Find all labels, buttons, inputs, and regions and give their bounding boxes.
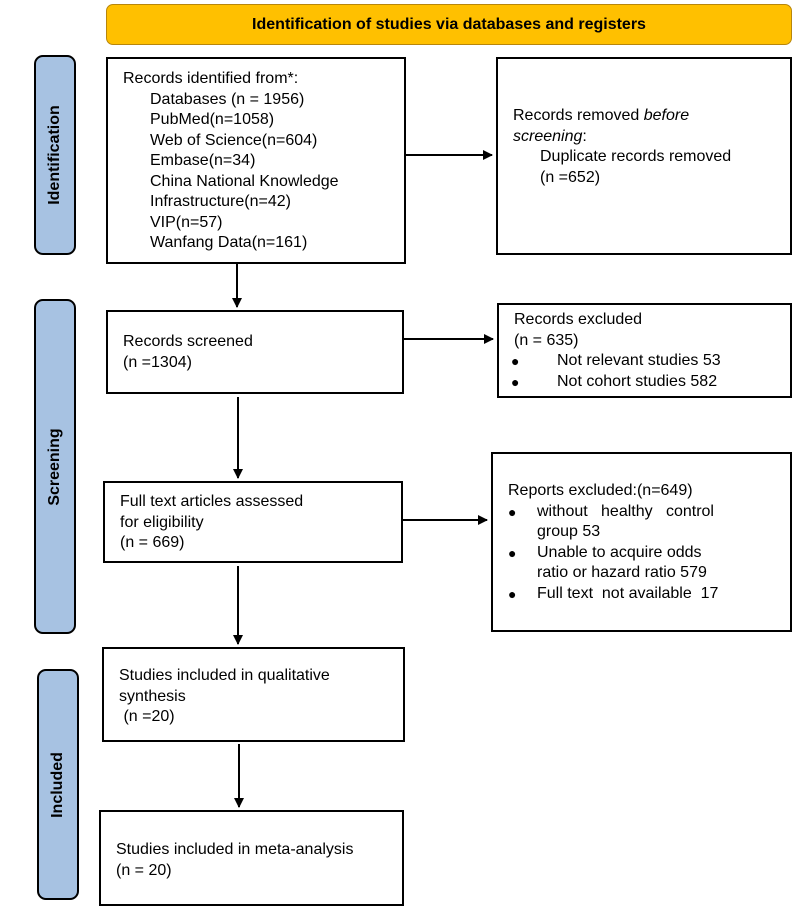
meta-analysis-box: Studies included in meta-analysis (n = 2… bbox=[99, 810, 404, 906]
duplicate-records-label: Duplicate records removed bbox=[540, 148, 732, 165]
source-pubmed: PubMed(n=1058) bbox=[150, 111, 275, 128]
full-text-count: (n = 669) bbox=[120, 534, 185, 551]
excluded-reason-not-relevant: Not relevant studies 53 bbox=[499, 351, 790, 372]
reason-no-odds-ratio-2: ratio or hazard ratio 579 bbox=[537, 564, 707, 581]
meta-analysis-label: Studies included in meta-analysis bbox=[116, 841, 354, 858]
header-banner: Identification of studies via databases … bbox=[106, 4, 792, 45]
stage-screening: Screening bbox=[34, 299, 76, 634]
source-wanfang: Wanfang Data(n=161) bbox=[150, 234, 308, 251]
reason-no-healthy-control: without healthy control bbox=[496, 502, 790, 523]
qualitative-synthesis-box: Studies included in qualitative synthesi… bbox=[102, 647, 405, 742]
records-removed-title: Records removed before bbox=[513, 106, 790, 127]
records-removed-box: Records removed before screening: Duplic… bbox=[496, 57, 792, 255]
meta-analysis-count: (n = 20) bbox=[116, 861, 172, 879]
removed-prefix: Records removed bbox=[513, 107, 644, 124]
reason-no-odds-ratio: Unable to acquire odds bbox=[496, 543, 790, 564]
records-removed-title-2: screening: bbox=[513, 127, 790, 148]
header-title: Identification of studies via databases … bbox=[252, 15, 646, 33]
records-identified-box: Records identified from*: Databases (n =… bbox=[106, 57, 406, 264]
records-excluded-box: Records excluded (n = 635) Not relevant … bbox=[497, 303, 792, 398]
reason-no-healthy-control-2: group 53 bbox=[537, 523, 601, 540]
qualitative-line2: synthesis bbox=[119, 687, 186, 705]
qualitative-count: (n =20) bbox=[119, 708, 175, 725]
removed-suffix: : bbox=[582, 127, 587, 145]
source-databases: Databases (n = 1956) bbox=[150, 90, 305, 108]
full-text-line1: Full text articles assessed bbox=[120, 493, 304, 510]
stage-identification: Identification bbox=[34, 55, 76, 255]
source-embase: Embase(n=34) bbox=[150, 152, 256, 169]
full-text-line2: for eligibility bbox=[120, 513, 204, 531]
records-excluded-label: Records excluded bbox=[514, 311, 643, 328]
qualitative-line1: Studies included in qualitative bbox=[119, 667, 330, 684]
removed-italic-before: before bbox=[643, 107, 690, 124]
source-cnki-line2: Infrastructure(n=42) bbox=[150, 193, 291, 210]
duplicate-records-count: (n =652) bbox=[540, 168, 601, 186]
records-identified-title: Records identified from*: bbox=[123, 70, 299, 87]
reports-excluded-title: Reports excluded:(n=649) bbox=[508, 482, 693, 499]
source-web-of-science: Web of Science(n=604) bbox=[150, 131, 318, 149]
reports-excluded-box: Reports excluded:(n=649) without healthy… bbox=[491, 452, 792, 632]
removed-italic-screening: screening bbox=[513, 127, 583, 145]
excluded-reason-not-cohort: Not cohort studies 582 bbox=[499, 372, 790, 393]
reason-full-text-unavailable: Full text not available 17 bbox=[496, 584, 790, 605]
source-vip: VIP(n=57) bbox=[150, 213, 223, 231]
full-text-assessed-box: Full text articles assessed for eligibil… bbox=[103, 481, 403, 563]
records-excluded-count: (n = 635) bbox=[514, 331, 579, 349]
records-screened-label: Records screened bbox=[123, 333, 253, 350]
records-screened-box: Records screened (n =1304) bbox=[106, 310, 404, 394]
source-cnki-line1: China National Knowledge bbox=[150, 172, 339, 190]
stage-included: Included bbox=[37, 669, 79, 900]
records-screened-count: (n =1304) bbox=[123, 353, 192, 371]
